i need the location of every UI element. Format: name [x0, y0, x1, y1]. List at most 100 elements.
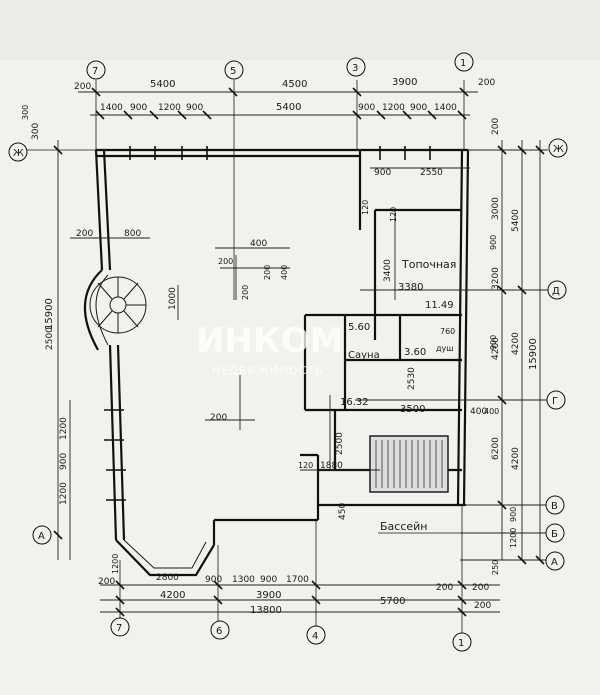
axis-right-d: Д — [552, 286, 560, 297]
dim-right-s5: 900 — [509, 507, 518, 522]
area-room-a: 5.60 — [348, 322, 370, 333]
dim-right-total: 15900 — [528, 338, 539, 370]
axis-markers-top: 7 5 3 1 — [86, 52, 474, 80]
dim-top2-9: 1400 — [434, 103, 457, 113]
area-room: 16.32 — [340, 397, 369, 408]
dim-top2-6: 900 — [358, 103, 375, 113]
dim-int-2: 400 — [250, 239, 267, 249]
dim-top2-7: 1200 — [382, 103, 405, 113]
dim-top-misc-0: 300 — [21, 105, 30, 120]
axis-markers-right: Ж Д Г В Б А — [545, 138, 568, 571]
axis-markers-bottom: 7 6 4 1 — [110, 617, 472, 652]
dim-bot-1: 200 — [98, 577, 115, 587]
interior-dimension-lines — [70, 167, 545, 471]
dim-int-19: 3400 — [383, 259, 393, 282]
dim-int-13: 200 — [210, 413, 227, 423]
dim-int-15: 120 — [298, 461, 313, 470]
dim-int-20: 450 — [338, 503, 348, 520]
dim-bot-7: 1700 — [286, 575, 309, 585]
dim-bot-edge: 200 — [474, 601, 491, 611]
dim-top-4: 3900 — [392, 77, 417, 88]
axis-bot-6: 6 — [216, 626, 222, 637]
dim-int-18: 760 — [440, 327, 455, 336]
watermark: ИНКОМ НЕДВИЖИМОСТЬ — [196, 321, 343, 377]
dim-left-3: 1200 — [59, 482, 69, 505]
dim-left-total: 15900 — [44, 298, 55, 330]
dim-int-7: 1000 — [168, 287, 178, 310]
axis-top-7: 7 — [92, 66, 98, 77]
dim-int-4: 200 — [263, 265, 272, 280]
axis-right-b: Б — [551, 529, 558, 540]
dim-bot-3: 2800 — [156, 573, 179, 583]
dim-top-1: 200 — [74, 82, 91, 92]
dim-top-misc-1: 900 — [374, 168, 391, 178]
dim-bot-5: 1300 — [232, 575, 255, 585]
axis-left-a: A — [38, 531, 45, 542]
dim-bot-total: 13800 — [250, 605, 282, 616]
dim-bot-9: 200 — [472, 583, 489, 593]
dim-bot-2: 1200 — [111, 554, 120, 574]
dim-int-11: 400 — [470, 407, 487, 417]
dim-int-14: 1880 — [320, 461, 343, 471]
axis-right-zh: Ж — [553, 144, 564, 155]
pool — [369, 435, 449, 493]
dim-top-2: 5400 — [150, 79, 175, 90]
axis-bot-7: 7 — [116, 623, 122, 634]
dim-bot2-2: 3900 — [256, 590, 281, 601]
dim-right-s3: 400 — [484, 407, 499, 416]
dim-left-2: 900 — [59, 453, 69, 470]
dim-right2-3: 4200 — [511, 447, 521, 470]
dim-right-3: 3200 — [491, 267, 501, 290]
dim-int-3: 200 — [218, 257, 233, 266]
dim-int-8: 3380 — [398, 282, 423, 293]
dim-top-3: 4500 — [282, 79, 307, 90]
dim-right-s1: 900 — [489, 235, 498, 250]
dim-right-s6: 250 — [491, 560, 500, 575]
dim-right-1: 200 — [491, 118, 501, 135]
dim-right-s4: 1200 — [509, 528, 518, 548]
dim-int-0: 200 — [76, 229, 93, 239]
dim-top2-8: 900 — [410, 103, 427, 113]
axis-left-zh: Ж — [13, 148, 24, 159]
watermark-brand: ИНКОМ — [196, 321, 343, 361]
dim-right2-2: 4200 — [511, 332, 521, 355]
room-sauna: Сауна — [348, 350, 380, 361]
room-topochnaya: Топочная — [401, 258, 456, 271]
dim-bot-8: 200 — [436, 583, 453, 593]
axis-bot-4: 4 — [312, 631, 318, 642]
dim-bot2-3: 5700 — [380, 596, 405, 607]
dim-left-4: 2500 — [45, 327, 55, 350]
dim-int-1: 800 — [124, 229, 141, 239]
dim-top2-3: 1200 — [158, 103, 181, 113]
walls — [83, 146, 470, 577]
dim-int-9: 3500 — [400, 404, 425, 415]
axis-bot-1: 1 — [458, 638, 464, 649]
dim-int-12: 2500 — [335, 432, 345, 455]
axis-right-g: Г — [552, 396, 558, 407]
dim-right-4: 4200 — [491, 337, 501, 360]
dim-right-2: 3000 — [491, 197, 501, 220]
watermark-sub: НЕДВИЖИМОСТЬ — [212, 364, 324, 377]
top-dimensions: 200 5400 4500 3900 200 1400 900 1200 900… — [74, 77, 495, 120]
dim-left-1: 1200 — [59, 417, 69, 440]
dim-top2-5: 5400 — [276, 102, 301, 113]
dim-bot2-1: 4200 — [160, 590, 185, 601]
dim-bot-6: 900 — [260, 575, 277, 585]
spiral-stair — [89, 276, 147, 334]
interior-dimension-labels: 200 800 400 200 200 400 200 1000 3380 35… — [21, 105, 487, 520]
room-basseyn: Бассейн — [380, 520, 428, 533]
dim-right-s2: 900 — [489, 335, 498, 350]
axis-right-a: А — [551, 557, 558, 568]
dim-top-misc-2: 2550 — [420, 168, 443, 178]
axis-lines-vertical — [95, 80, 465, 300]
area-topochnaya: 11.49 — [425, 300, 454, 311]
dim-int-6: 200 — [241, 285, 250, 300]
dim-right-5: 6200 — [491, 437, 501, 460]
dim-top2-2: 900 — [130, 103, 147, 113]
dim-top-5: 200 — [478, 78, 495, 88]
dim-left-300: 300 — [31, 123, 41, 140]
axis-top-3: 3 — [352, 63, 358, 74]
dim-int-10: 2530 — [407, 367, 417, 390]
